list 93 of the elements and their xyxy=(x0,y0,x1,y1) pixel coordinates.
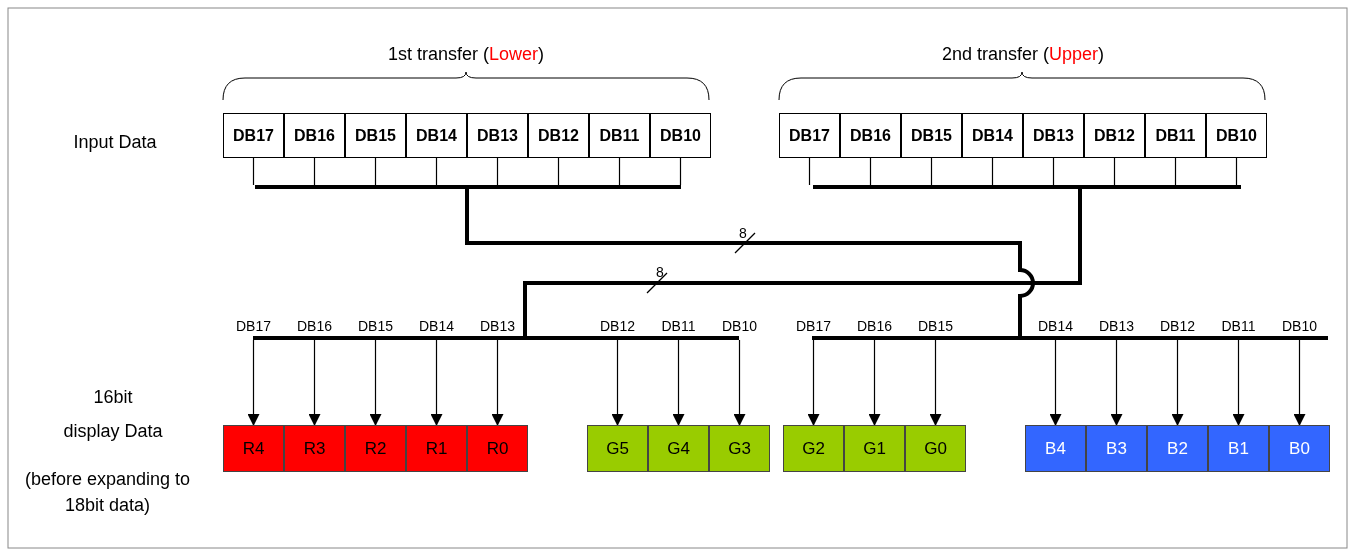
arrow xyxy=(672,339,685,426)
arrow xyxy=(247,339,260,426)
arrow xyxy=(491,339,504,426)
color-bit-box: G4 xyxy=(648,425,709,472)
edge-label: DB14 xyxy=(1037,318,1074,334)
bus-line xyxy=(679,157,682,186)
data-bit-box: DB12 xyxy=(528,113,589,158)
color-bit-box: G1 xyxy=(844,425,905,472)
edge-label: DB17 xyxy=(795,318,832,334)
edge-label: DB12 xyxy=(599,318,636,334)
color-bit-box: R0 xyxy=(467,425,528,472)
color-bit-box: R4 xyxy=(223,425,284,472)
bus-line xyxy=(991,157,994,186)
color-bit-box: G0 xyxy=(905,425,966,472)
bus-bar xyxy=(255,185,681,189)
edge-label: 8 xyxy=(655,264,665,280)
color-bit-box: G5 xyxy=(587,425,648,472)
bus-line xyxy=(1174,157,1177,186)
edge-label: DB15 xyxy=(357,318,394,334)
color-bit-box: B0 xyxy=(1269,425,1330,472)
color-bit-box: B1 xyxy=(1208,425,1269,472)
side-label: (before expanding to 18bit data) xyxy=(23,468,192,517)
heading-text: 2nd transfer (Upper) xyxy=(940,44,1106,65)
side-label: 16bit display Data xyxy=(63,386,163,443)
edge-label: DB15 xyxy=(917,318,954,334)
data-bit-box: DB16 xyxy=(840,113,901,158)
arrow xyxy=(369,339,382,426)
color-bit-box: R2 xyxy=(345,425,406,472)
arrow xyxy=(611,339,624,426)
data-bit-box: DB15 xyxy=(345,113,406,158)
data-bit-box: DB13 xyxy=(1023,113,1084,158)
data-bit-box: DB10 xyxy=(1206,113,1267,158)
edge-label: DB13 xyxy=(1098,318,1135,334)
data-bit-box: DB10 xyxy=(650,113,711,158)
arrow xyxy=(868,339,881,426)
color-bit-box: G3 xyxy=(709,425,770,472)
data-bit-box: DB11 xyxy=(589,113,650,158)
bus-line xyxy=(465,189,1035,336)
arrow xyxy=(929,339,942,426)
bus-line xyxy=(435,157,438,186)
data-bit-box: DB17 xyxy=(223,113,284,158)
arrow xyxy=(1110,339,1123,426)
color-bit-box: B4 xyxy=(1025,425,1086,472)
edge-label: DB12 xyxy=(1159,318,1196,334)
bus-line xyxy=(313,157,316,186)
arrow xyxy=(733,339,746,426)
data-bit-box: DB15 xyxy=(901,113,962,158)
data-bit-box: DB13 xyxy=(467,113,528,158)
color-bit-box: G2 xyxy=(783,425,844,472)
bus-line xyxy=(930,157,933,186)
arrow xyxy=(308,339,321,426)
bus-line xyxy=(374,157,377,186)
arrow xyxy=(807,339,820,426)
bus-line xyxy=(557,157,560,186)
bus-bar xyxy=(253,336,739,340)
arrow xyxy=(430,339,443,426)
edge-label: DB11 xyxy=(1220,318,1257,334)
edge-label: DB17 xyxy=(235,318,272,334)
bus-line xyxy=(808,157,811,186)
edge-label: DB13 xyxy=(479,318,516,334)
color-bit-box: R1 xyxy=(406,425,467,472)
data-bit-box: DB16 xyxy=(284,113,345,158)
data-bit-box: DB14 xyxy=(962,113,1023,158)
arrow xyxy=(1293,339,1306,426)
bus-line xyxy=(618,157,621,186)
bus-bar xyxy=(813,185,1241,189)
edge-label: 8 xyxy=(738,225,748,241)
edge-label: DB10 xyxy=(721,318,758,334)
bus-line xyxy=(1113,157,1116,186)
bus-line xyxy=(1235,157,1238,186)
arrow xyxy=(1049,339,1062,426)
color-bit-box: B3 xyxy=(1086,425,1147,472)
edge-label: DB16 xyxy=(296,318,333,334)
edge-label: DB11 xyxy=(660,318,697,334)
color-bit-box: B2 xyxy=(1147,425,1208,472)
data-bit-box: DB11 xyxy=(1145,113,1206,158)
edge-label: DB14 xyxy=(418,318,455,334)
edge-label: DB10 xyxy=(1281,318,1318,334)
data-bit-box: DB14 xyxy=(406,113,467,158)
bus-line xyxy=(869,157,872,186)
bus-line xyxy=(496,157,499,186)
data-bit-box: DB17 xyxy=(779,113,840,158)
arrow xyxy=(1171,339,1184,426)
edge-label: DB16 xyxy=(856,318,893,334)
data-bit-box: DB12 xyxy=(1084,113,1145,158)
bus-line xyxy=(252,157,255,186)
bus-bar xyxy=(812,336,1328,340)
bus-line xyxy=(1052,157,1055,186)
bus-line xyxy=(523,189,1082,336)
color-bit-box: R3 xyxy=(284,425,345,472)
arrow xyxy=(1232,339,1245,426)
heading-text: 1st transfer (Lower) xyxy=(386,44,546,65)
side-label: Input Data xyxy=(72,132,158,153)
